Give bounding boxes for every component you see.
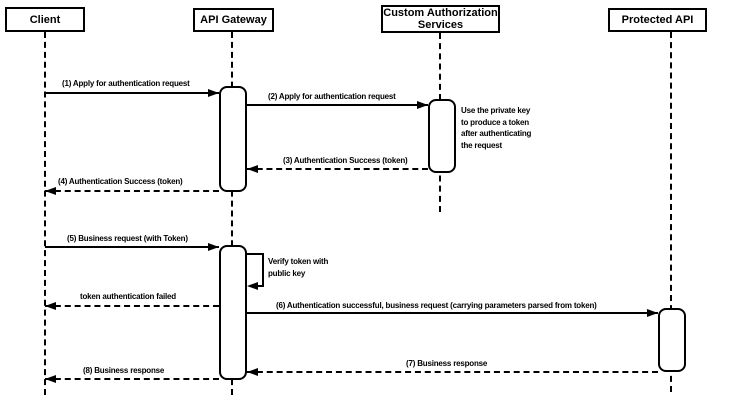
message-4-line [45,190,219,192]
message-2-line [247,104,428,106]
message-7-line [247,371,658,373]
actor-api-gateway-label: API Gateway [200,14,267,26]
message-1-label: (1) Apply for authentication request [62,79,190,88]
message-6-arrowhead-icon [647,309,658,317]
message-8-arrowhead-icon [45,375,56,383]
message-1-line [45,92,219,94]
lifeline-api-gateway [231,32,233,395]
message-3-line [247,168,428,170]
actor-client-label: Client [29,13,61,26]
activation-api-gateway-business [219,245,247,380]
message-7-arrowhead-icon [247,368,258,376]
message-1-arrowhead-icon [208,89,219,97]
message-2-label: (2) Apply for authentication request [268,92,396,101]
message-6-line [247,312,658,314]
self-message-label: Verify token with public key [268,257,329,278]
lifeline-client [44,32,46,395]
activation-api-gateway-auth [219,86,247,192]
message-6-label: (6) Authentication successful, business … [276,301,597,310]
actor-custom-authorization-services-label: Custom Authorization Services [383,7,498,31]
actor-protected-api-label: Protected API [621,14,694,26]
self-message-arrowhead-icon [247,282,258,290]
self-message-bottom-line [253,285,264,287]
message-token-failed-line [45,305,219,307]
activation-custom-authorization-services [428,99,456,173]
message-5-label: (5) Business request (with Token) [67,234,188,243]
actor-protected-api: Protected API [608,8,707,32]
message-4-label: (4) Authentication Success (token) [58,177,183,186]
message-5-arrowhead-icon [208,243,219,251]
message-5-line [45,246,219,248]
message-8-label: (8) Business response [83,366,165,375]
activation-protected-api [658,308,686,372]
message-3-label: (3) Authentication Success (token) [283,156,408,165]
message-token-failed-arrowhead-icon [45,302,56,310]
message-2-arrowhead-icon [417,101,428,109]
note-private-key: Use the private key to produce a token a… [461,106,532,150]
self-message-vertical-line [262,253,264,287]
message-8-line [45,378,219,380]
actor-custom-authorization-services: Custom Authorization Services [381,5,500,33]
actor-client: Client [5,7,85,32]
lifeline-protected-api [670,32,672,392]
message-4-arrowhead-icon [45,187,56,195]
self-message-top-line [247,253,264,255]
message-token-failed-label: token authentication failed [80,292,176,301]
actor-api-gateway: API Gateway [193,8,274,32]
message-3-arrowhead-icon [247,165,258,173]
message-7-label: (7) Business response [406,359,488,368]
